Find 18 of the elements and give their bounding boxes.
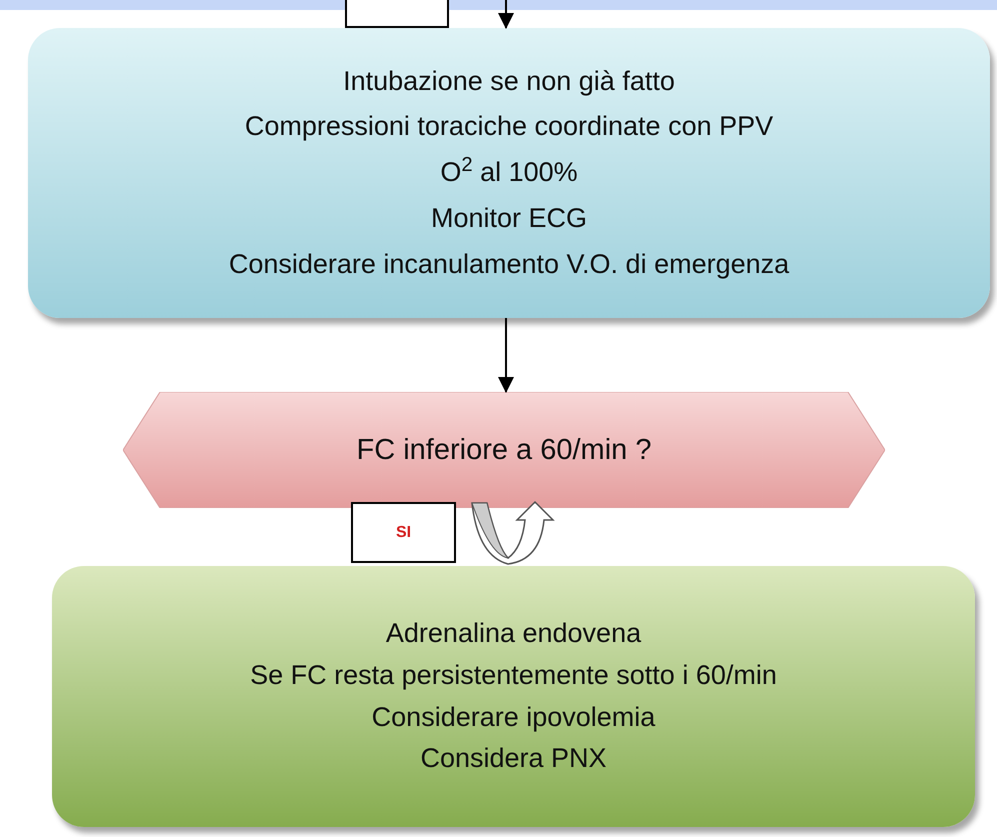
node-text: Adrenalina endovena [386,617,642,650]
node-text: FC inferiore a 60/min ? [356,432,652,468]
arrow [498,0,514,29]
node-text: SI [396,522,412,542]
answer-label-box [351,502,456,563]
node-text: Intubazione se non già fatto [343,64,675,98]
box [345,0,449,28]
decision-hexagon [123,392,885,508]
process-box [28,28,990,318]
node-text: Considera PNX [420,742,607,776]
process-box [52,566,975,827]
node-text: O$^{2}$ al 100% [440,156,578,190]
arrow [498,318,514,393]
node-text: Compressioni toraciche coordinate con PPV [244,110,774,144]
node-text: Considerare incanulamento V.O. di emergenza [228,248,790,281]
node-text: Se FC resta persistentemente sotto i 60/min [250,658,777,692]
node-text: Monitor ECG [430,202,588,235]
node-text: Considerare ipovolemia [372,700,656,734]
